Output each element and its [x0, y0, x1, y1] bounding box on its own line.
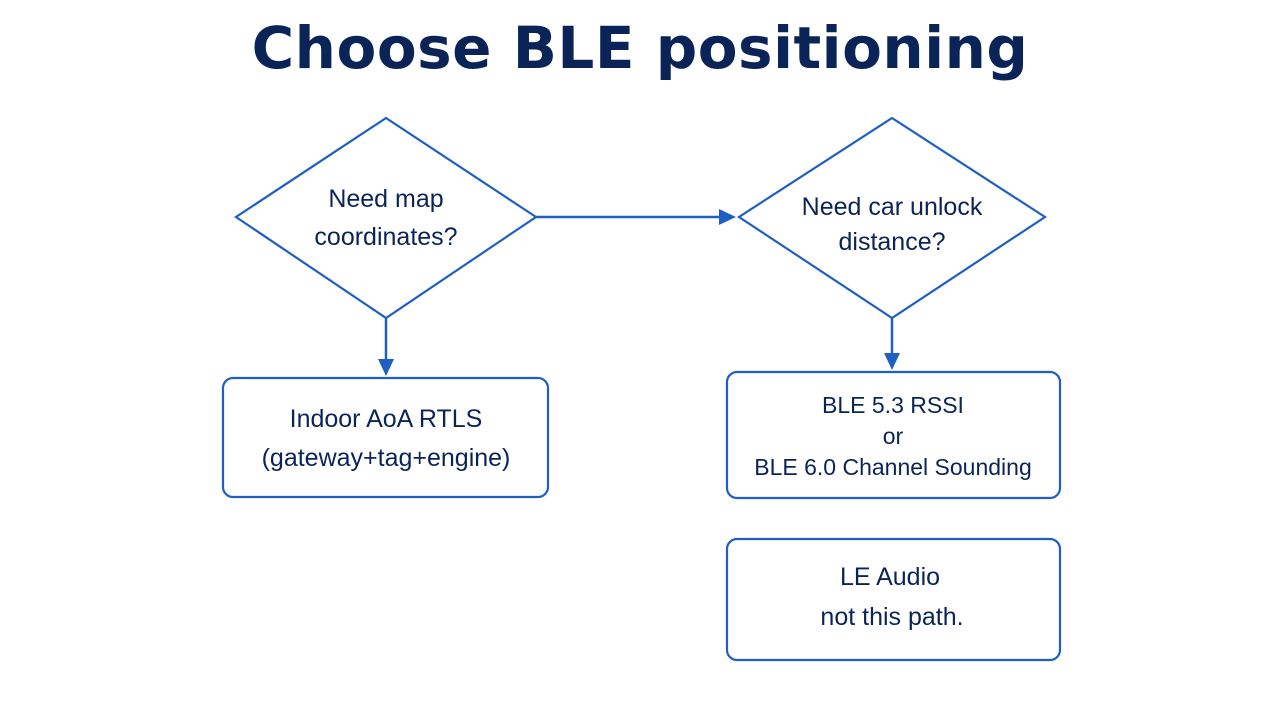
decision-car-line-2: distance?	[838, 228, 945, 256]
decision-diamond	[234, 116, 538, 320]
result-distance-options: BLE 5.3 RSSI or BLE 6.0 Channel Sounding	[725, 370, 1062, 500]
arrowhead-map-to-car	[719, 209, 736, 225]
decision-map-line-1: Need map	[328, 185, 443, 213]
note-le-audio: LE Audio not this path.	[725, 537, 1062, 662]
edges	[378, 209, 900, 376]
note-audio-line-1: LE Audio	[840, 563, 940, 591]
arrowhead-car-to-distance	[884, 353, 900, 370]
decision-car-unlock: Need car unlock distance?	[736, 116, 1048, 320]
result-distance-line-2: or	[883, 423, 904, 449]
decision-car-line-1: Need car unlock	[802, 193, 983, 221]
decision-diamond	[736, 116, 1048, 320]
result-aoa-line-1: Indoor AoA RTLS	[290, 405, 483, 433]
decision-map-coordinates: Need map coordinates?	[234, 116, 538, 320]
result-aoa-rtls: Indoor AoA RTLS (gateway+tag+engine)	[221, 376, 550, 499]
arrowhead-map-to-aoa	[378, 359, 394, 376]
result-box	[725, 370, 1062, 500]
note-box	[725, 537, 1062, 662]
note-audio-line-2: not this path.	[820, 603, 963, 631]
decision-map-line-2: coordinates?	[314, 223, 457, 251]
result-box	[221, 376, 550, 499]
result-aoa-line-2: (gateway+tag+engine)	[262, 444, 511, 472]
result-distance-line-1: BLE 5.3 RSSI	[822, 392, 964, 418]
diagram-title: Choose BLE positioning	[251, 14, 1029, 82]
result-distance-line-3: BLE 6.0 Channel Sounding	[754, 454, 1032, 480]
